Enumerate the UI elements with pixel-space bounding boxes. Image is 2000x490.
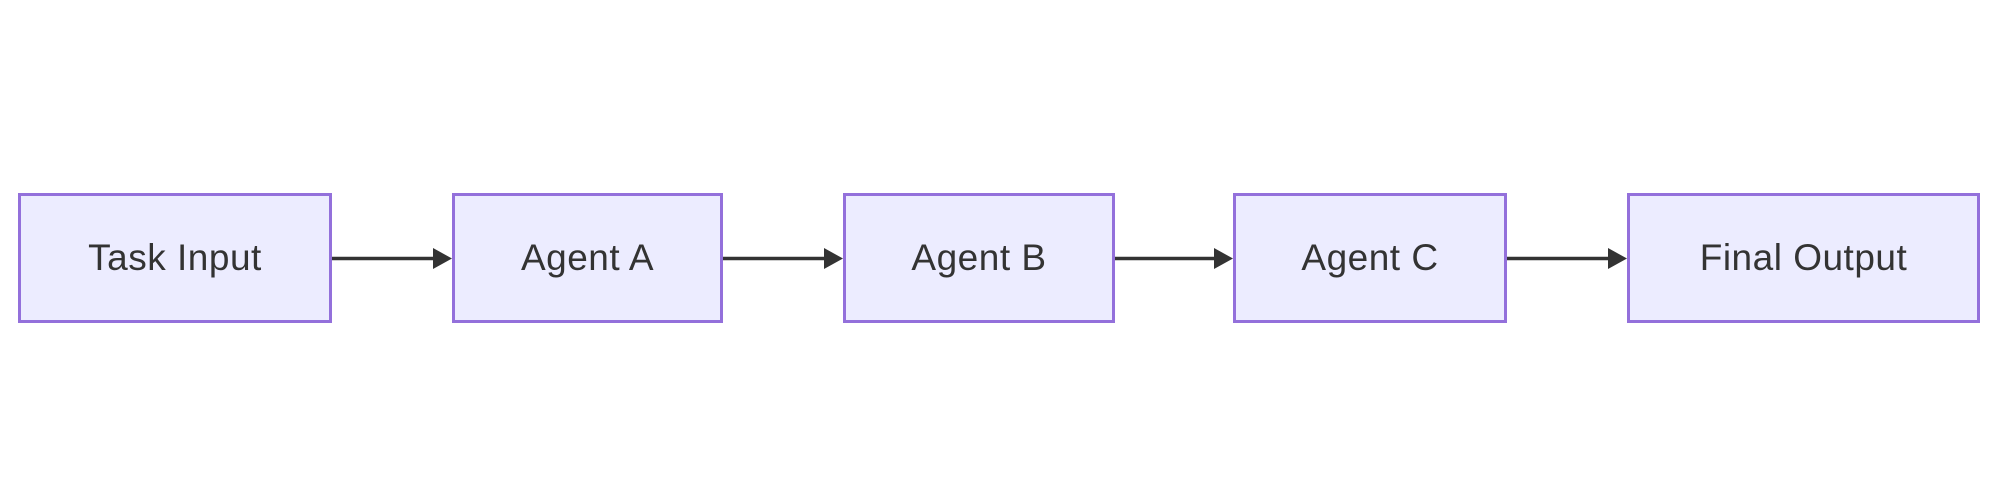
node-task-input: Task Input — [18, 193, 332, 323]
node-final-output: Final Output — [1627, 193, 1980, 323]
arrow-agent-a-to-agent-b — [723, 248, 843, 269]
node-agent-c: Agent C — [1233, 193, 1507, 323]
node-agent-b-label: Agent B — [911, 237, 1047, 278]
arrow-agent-b-to-agent-c — [1115, 248, 1233, 269]
node-agent-c-label: Agent C — [1301, 237, 1439, 278]
node-final-output-label: Final Output — [1699, 237, 1908, 278]
node-task-input-label: Task Input — [88, 237, 262, 278]
arrow-agent-c-to-final-output — [1507, 248, 1627, 269]
node-agent-a-label: Agent A — [520, 237, 655, 278]
arrow-task-input-to-agent-a — [332, 248, 452, 269]
node-agent-a: Agent A — [452, 193, 723, 323]
node-agent-b: Agent B — [843, 193, 1115, 323]
